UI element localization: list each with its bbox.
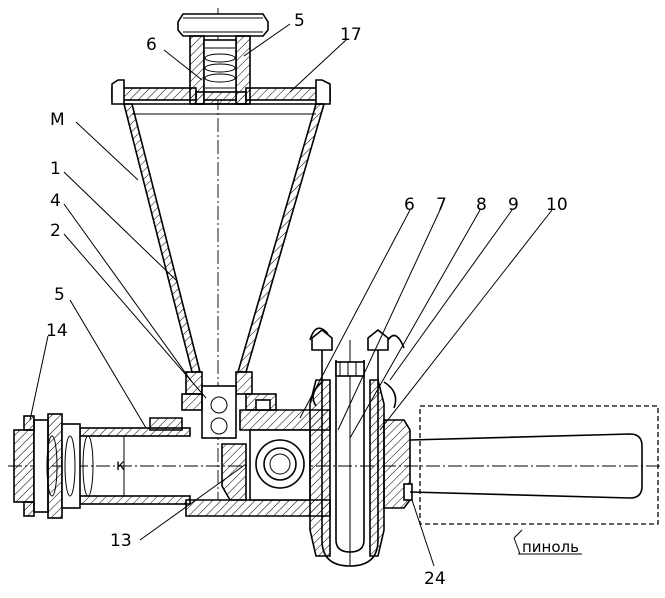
- label-14: 14: [46, 321, 68, 341]
- hopper-neck: [181, 371, 277, 439]
- label-M: М: [50, 110, 65, 130]
- label-8: 8: [476, 195, 487, 215]
- label-4: 4: [50, 191, 61, 211]
- quill: [409, 405, 659, 525]
- label-24: 24: [424, 569, 446, 589]
- label-6-top: 6: [146, 35, 157, 55]
- label-5-left: 5: [54, 285, 65, 305]
- hopper-lid: [111, 79, 331, 105]
- label-6-right: 6: [404, 195, 415, 215]
- label-1: 1: [50, 159, 61, 179]
- label-17: 17: [340, 25, 362, 45]
- leader-lines: [29, 23, 582, 567]
- svg-text:к: к: [116, 456, 125, 474]
- right-assembly: [309, 327, 413, 567]
- quill-dashed-outline: [419, 405, 659, 525]
- label-10: 10: [546, 195, 568, 215]
- label-2: 2: [50, 221, 61, 241]
- label-9: 9: [508, 195, 519, 215]
- label-pinol: пиноль: [522, 538, 579, 556]
- label-5-top: 5: [294, 11, 305, 31]
- conical-hopper: [122, 103, 326, 373]
- label-13: 13: [110, 531, 132, 551]
- label-7: 7: [436, 195, 447, 215]
- lens-assembly: [13, 413, 94, 519]
